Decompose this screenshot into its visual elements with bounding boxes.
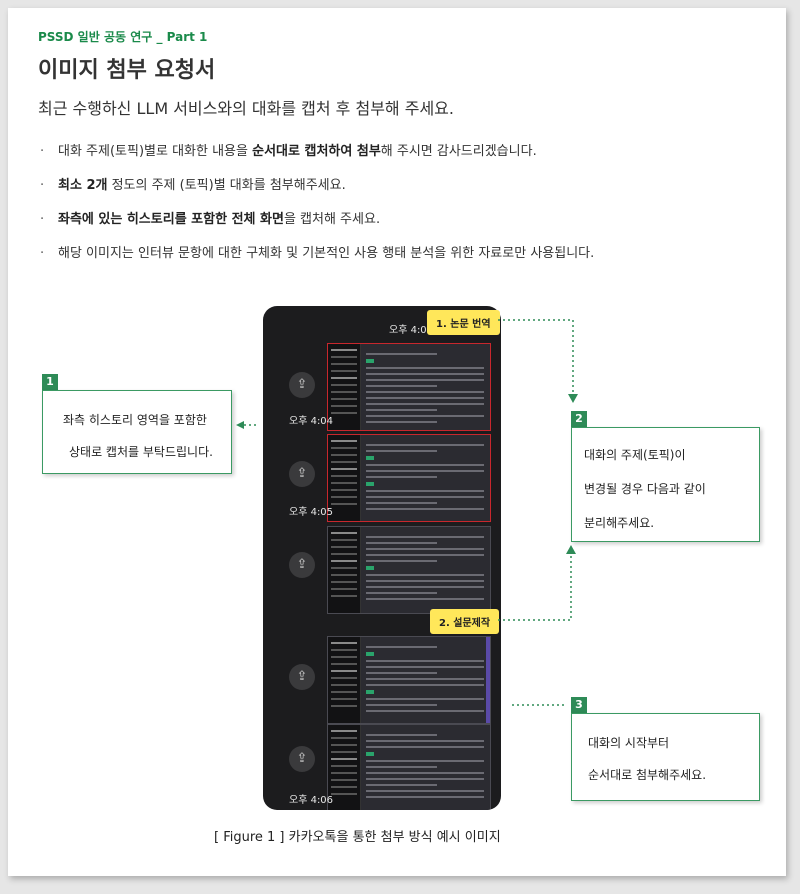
lead-instruction: 최근 수행하신 LLM 서비스와의 대화를 캡처 후 첨부해 주세요. [38,99,454,118]
arrow-head-up-icon [566,545,576,554]
list-item: ·대화 주제(토픽)별로 대화한 내용을 순서대로 캡처하여 첨부해 주시면 감… [40,144,537,159]
callout-number-3: 3 [571,697,587,713]
project-subtitle: PSSD 일반 공동 연구 _ Part 1 [38,30,208,44]
kakaotalk-screenshot: 오후 4:03 ⇪ 오후 4:04 ⇪ 오후 4:05 ⇪ ⇪ ⇪ 오후 4:0… [263,306,501,810]
message-time: 오후 4:03 [389,325,434,336]
instruction-list: ·대화 주제(토픽)별로 대화한 내용을 순서대로 캡처하여 첨부해 주시면 감… [40,140,594,276]
share-icon[interactable]: ⇪ [289,461,315,487]
callout-number-2: 2 [571,411,587,427]
topic-label-1: 1. 논문 번역 [427,310,500,335]
share-icon[interactable]: ⇪ [289,372,315,398]
list-item: ·최소 2개 정도의 주제 (토픽)별 대화를 첨부해주세요. [40,178,346,193]
page-title: 이미지 첨부 요청서 [38,58,216,83]
callout-box-3: 대화의 시작부터 순서대로 첨부해주세요. [571,713,760,801]
connector-line [498,319,574,396]
arrow-head-left-icon [236,421,244,429]
list-item: ·좌측에 있는 히스토리를 포함한 전체 화면을 캡처해 주세요. [40,212,381,227]
share-icon[interactable]: ⇪ [289,664,315,690]
topic-label-2: 2. 설문제작 [430,609,500,634]
message-time: 오후 4:06 [289,795,334,806]
share-icon[interactable]: ⇪ [289,552,315,578]
callout-box-1: 좌측 히스토리 영역을 포함한 상태로 캡처를 부탁드립니다. [42,390,232,474]
chat-screenshot-thumbnail [327,434,491,522]
message-time: 오후 4:05 [289,507,334,518]
chat-screenshot-thumbnail [327,724,491,810]
share-icon[interactable]: ⇪ [289,746,315,772]
list-item: ·해당 이미지는 인터뷰 문항에 대한 구체화 및 기본적인 사용 행태 분석을… [40,246,595,261]
chat-screenshot-thumbnail [327,343,491,431]
arrow-head-down-icon [568,394,578,403]
figure-caption: [ Figure 1 ] 카카오톡을 통한 첨부 방식 예시 이미지 [214,830,501,845]
chat-screenshot-thumbnail [327,526,491,614]
connector-line [498,552,572,621]
chat-screenshot-thumbnail [327,636,491,724]
callout-number-1: 1 [42,374,58,390]
callout-box-2: 대화의 주제(토픽)이 변경될 경우 다음과 같이 분리해주세요. [571,427,760,542]
message-time: 오후 4:04 [289,416,334,427]
